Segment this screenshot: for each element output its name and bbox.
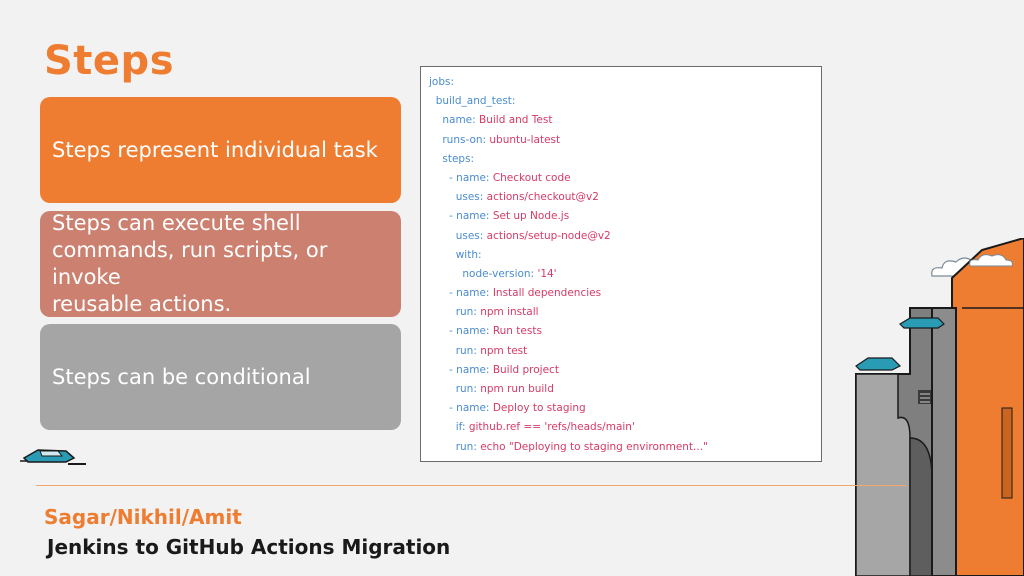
slide-title: Steps xyxy=(44,38,174,84)
author-names: Sagar/Nikhil/Amit xyxy=(44,505,242,529)
code-line: - name: Run tests xyxy=(449,325,542,338)
step-card-individual-task: Steps represent individual task xyxy=(40,97,401,203)
code-line: if: github.ref == 'refs/heads/main' xyxy=(455,421,635,434)
hovercar-icon xyxy=(20,449,86,465)
code-line: - name: Set up Node.js xyxy=(449,210,570,223)
code-line: uses: actions/setup-node@v2 xyxy=(455,229,611,242)
code-line: jobs: xyxy=(429,76,455,88)
code-line: steps: xyxy=(442,152,475,165)
code-line: uses: actions/checkout@v2 xyxy=(455,191,599,204)
code-line: node-version: '14' xyxy=(462,267,557,280)
code-line: name: Build and Test xyxy=(442,114,553,127)
step-card-conditional: Steps can be conditional xyxy=(40,324,401,430)
code-line: runs-on: ubuntu-latest xyxy=(442,133,561,146)
code-line: - name: Install dependencies xyxy=(449,287,602,300)
building-illustration xyxy=(855,238,1024,576)
presentation-subtitle: Jenkins to GitHub Actions Migration xyxy=(47,535,451,559)
code-line: run: npm test xyxy=(455,344,528,357)
yaml-code-block: jobs: build_and_test: name: Build and Te… xyxy=(420,66,822,462)
code-line: run: npm run build xyxy=(455,383,554,395)
code-line: - name: Deploy to staging xyxy=(449,402,586,415)
step-card-text: Steps can be conditional xyxy=(52,364,311,389)
step-card-text-line: Steps can execute shell xyxy=(52,211,301,235)
step-card-text-line: reusable actions. xyxy=(52,292,232,316)
step-card-shell-commands: Steps can execute shell commands, run sc… xyxy=(40,211,401,317)
code-line: run: npm install xyxy=(455,306,539,319)
code-line: build_and_test: xyxy=(435,95,516,108)
step-card-text-line: commands, run scripts, or invoke xyxy=(52,238,328,289)
code-line: with: xyxy=(455,248,482,261)
code-line: run: echo "Deploying to staging environm… xyxy=(455,440,708,453)
step-card-text: Steps represent individual task xyxy=(52,137,378,162)
code-line: - name: Checkout code xyxy=(449,171,571,184)
footer-divider xyxy=(36,485,906,486)
code-line: - name: Build project xyxy=(449,363,559,376)
